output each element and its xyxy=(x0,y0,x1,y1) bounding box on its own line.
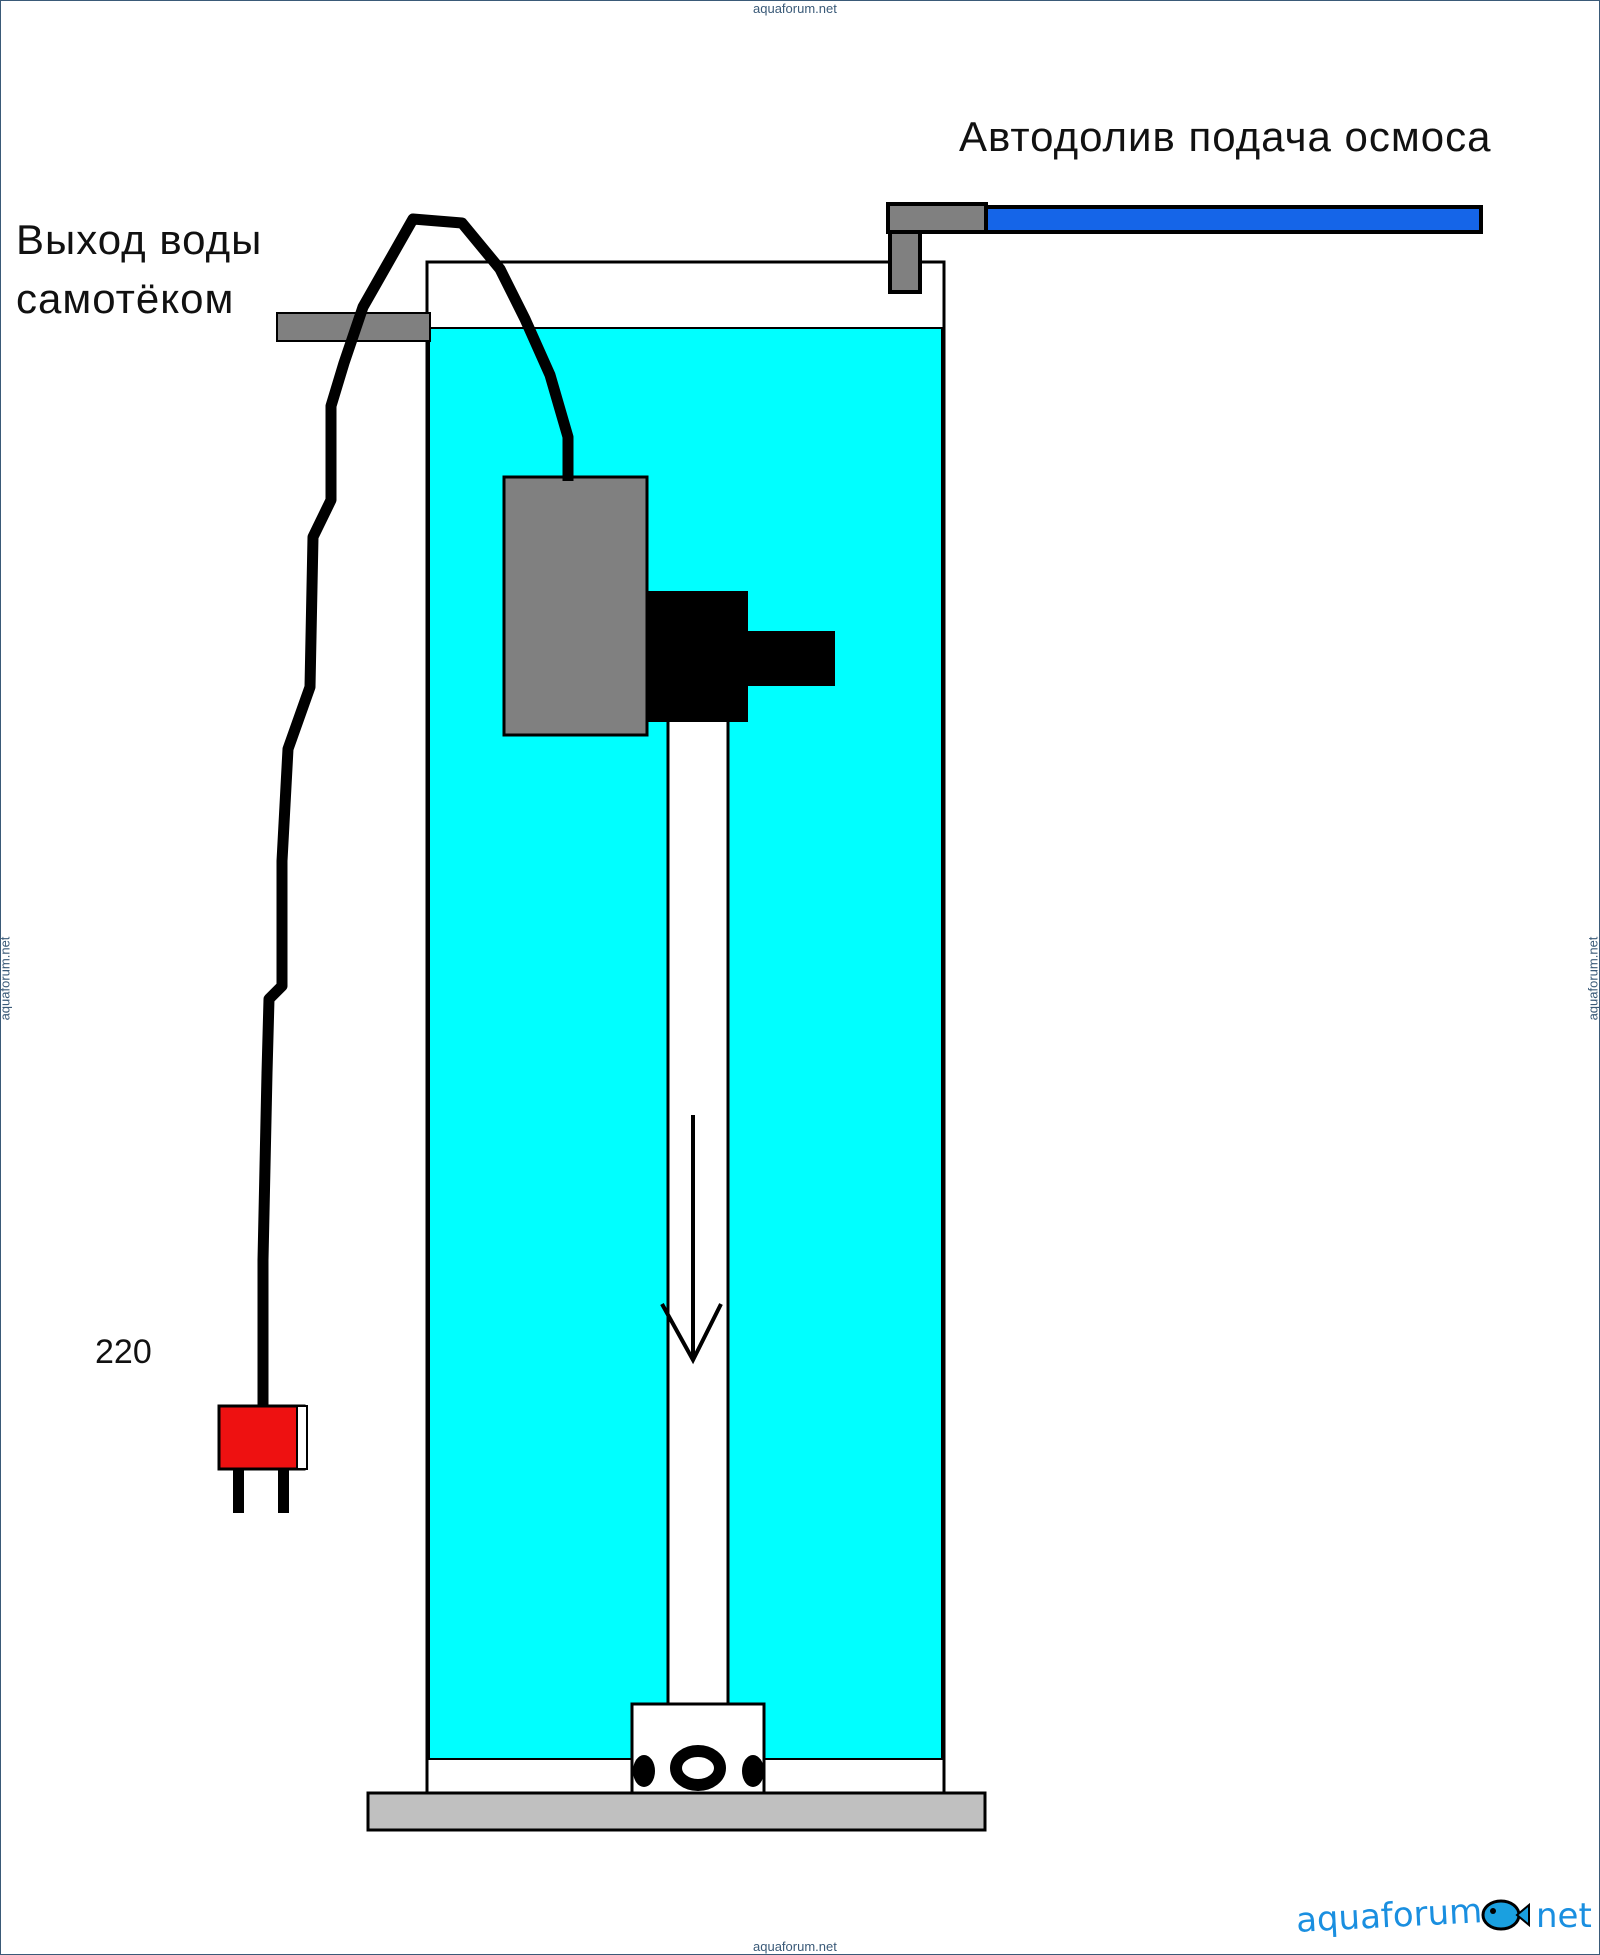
voltage-label: 220 xyxy=(95,1333,152,1371)
fitting-bolt-right xyxy=(742,1755,764,1787)
osmosis-elbow xyxy=(886,202,988,234)
flow-arrow-icon xyxy=(660,1115,723,1365)
fish-logo-icon xyxy=(1481,1899,1530,1931)
riser-tube xyxy=(666,714,730,1708)
watermark-left: aquaforum.net xyxy=(0,936,13,1021)
power-plug xyxy=(217,1404,306,1471)
watermark-top: aquaforum.net xyxy=(753,1,837,16)
pump-head xyxy=(647,591,748,722)
fitting-ring xyxy=(670,1745,726,1791)
plug-prong-left xyxy=(233,1469,244,1513)
watermark-bottom: aquaforum.net xyxy=(753,1939,837,1954)
plug-prong-right xyxy=(278,1469,289,1513)
fitting-bolt-left xyxy=(633,1755,655,1787)
watermark-right: aquaforum.net xyxy=(1585,936,1600,1021)
osmosis-feed-label: Автодолив подача осмоса xyxy=(959,113,1492,160)
pump-body xyxy=(502,475,649,737)
outlet-label-line1: Выход воды xyxy=(16,216,263,263)
plug-side xyxy=(296,1405,308,1470)
pump-nozzle xyxy=(748,631,835,686)
power-cable xyxy=(257,213,574,1407)
outlet-label-line2: самотёком xyxy=(16,275,235,322)
osmosis-tube xyxy=(984,205,1483,234)
logo-text-right: net xyxy=(1536,1896,1592,1936)
osmosis-drop-pipe xyxy=(888,230,922,294)
stand-base xyxy=(366,1791,987,1832)
